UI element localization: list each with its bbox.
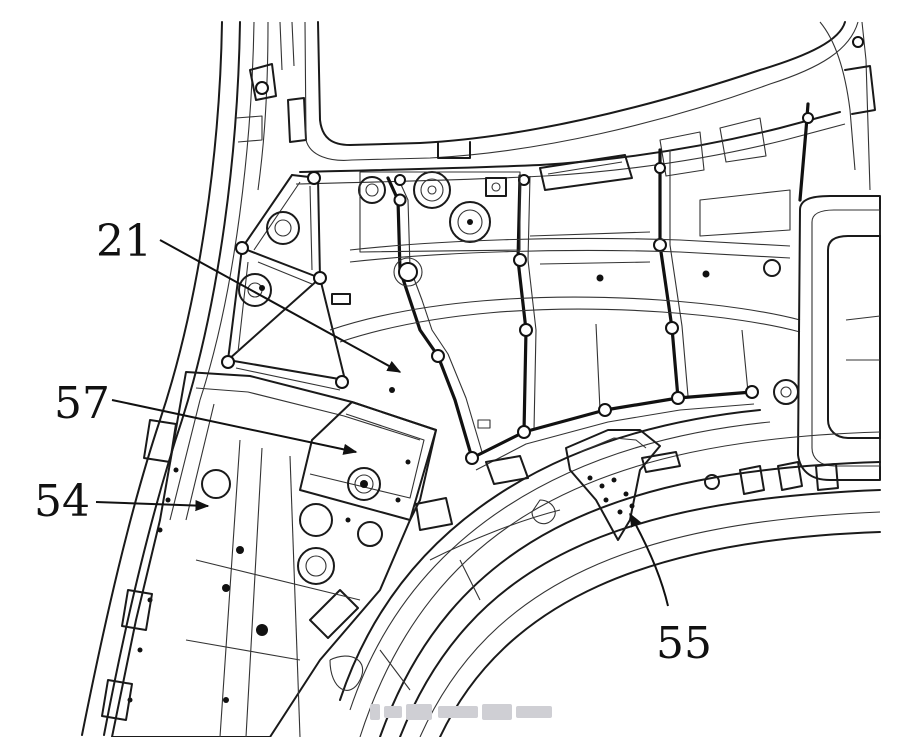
label-55: 55 [656, 618, 712, 669]
leader-54 [95, 499, 210, 512]
patch-55 [565, 429, 661, 541]
patch-57 [299, 401, 437, 547]
upper-rail [295, 111, 846, 191]
central-ribs [386, 102, 814, 471]
leader-55 [629, 512, 669, 607]
left-gusset [221, 171, 351, 391]
panel-54 [101, 371, 437, 737]
middle-arcs [329, 189, 801, 343]
label-54: 54 [34, 476, 90, 527]
upper-bosses [358, 171, 710, 429]
wheel-arch [309, 409, 881, 737]
leader-lines [95, 239, 669, 607]
left-pillar-frame [81, 21, 307, 736]
leader-57 [111, 399, 358, 455]
window-opening [304, 21, 876, 191]
reference-labels: 21 57 54 55 [34, 216, 712, 669]
label-21: 21 [96, 216, 152, 267]
watermark [370, 704, 552, 720]
leader-21 [159, 239, 402, 373]
label-57: 57 [54, 378, 110, 429]
right-panel [763, 195, 881, 481]
